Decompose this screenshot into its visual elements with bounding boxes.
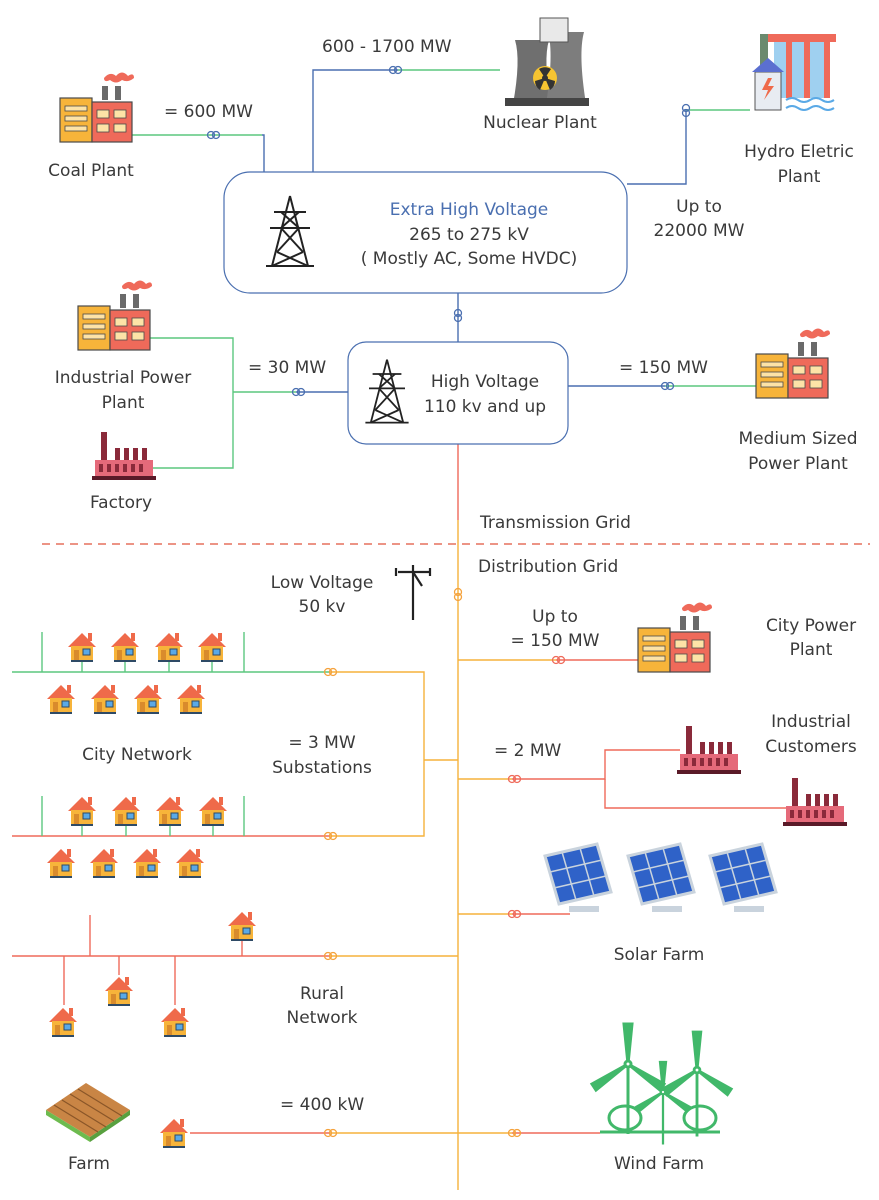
house-icon [227,911,257,942]
hydro-plant-icon [752,34,836,111]
house-icon [197,632,227,663]
solar-panel-icon [626,842,696,914]
farm-flow-label: = 400 kW [280,1095,364,1115]
wind-turbines-icon [590,1022,733,1146]
wind-farm-label: Wind Farm [614,1154,704,1174]
connection-lines [12,69,870,1190]
medium-power-plant-icon [755,327,831,399]
house-icon [46,848,76,879]
farm-field-icon [46,1083,130,1142]
medium-flow-label: = 150 MW [619,358,708,378]
hv-title: High Voltage [431,372,539,392]
utility-pole-icon [394,565,432,620]
coal-flow-label: = 600 MW [164,102,253,122]
distribution-grid-label: Distribution Grid [478,557,618,577]
ehv-box: Extra High Voltage 265 to 275 kV ( Mostl… [223,171,628,294]
house-icon [48,1007,78,1038]
city-power-plant-icon [637,601,713,673]
house-icon [89,848,119,879]
transformer-symbols [206,65,691,1138]
house-icon [160,1007,190,1038]
hydro-flow-label-2: 22000 MW [654,221,745,241]
medium-plant-label: Medium Sized [738,429,857,449]
ehv-title: Extra High Voltage [390,200,549,220]
house-icon [198,796,228,827]
house-icon [67,796,97,827]
nuclear-plant-label: Nuclear Plant [483,113,597,133]
rural-network-label: Rural [300,984,344,1004]
nuclear-plant-icon [505,17,589,106]
house-icon [46,684,76,715]
transmission-grid-label: Transmission Grid [479,513,631,533]
hydro-flow-label: Up to [676,197,722,217]
solar-panel-icon [543,842,613,914]
ehv-voltage: 265 to 275 kV [409,225,529,245]
house-icon [133,684,163,715]
industrial-customers-label: Industrial [771,712,851,732]
factory-icon [783,778,847,826]
house-icon [90,684,120,715]
house-icon [155,796,185,827]
factory-icon [92,432,156,480]
industrial-customers-label-2: Customers [765,737,857,757]
city-plant-flow-label-2: = 150 MW [511,631,600,651]
labels: 600 - 1700 MW Nuclear Plant = 600 MW Coa… [48,37,857,1174]
substations-label: Substations [272,758,372,778]
factory-label: Factory [90,493,152,513]
solar-farm-label: Solar Farm [614,945,705,965]
industrial-plant-label: Industrial Power [55,368,192,388]
low-voltage-label: Low Voltage [271,573,374,593]
house-icon [175,848,205,879]
factory-icon [677,726,741,774]
nuclear-flow-label: 600 - 1700 MW [322,37,452,57]
house-icon [159,1118,189,1149]
industrial-customers-flow-label: = 2 MW [494,741,562,761]
hydro-plant-label: Hydro Eletric [744,142,854,162]
coal-plant-label: Coal Plant [48,161,134,181]
city-plant-label-2: Plant [790,640,833,660]
house-icon [176,684,206,715]
hydro-plant-label-2: Plant [778,167,821,187]
industrial-flow-label: = 30 MW [248,358,326,378]
medium-plant-label-2: Power Plant [748,454,848,474]
coal-plant-icon [59,71,135,143]
substations-flow-label: = 3 MW [288,733,356,753]
industrial-plant-label-2: Plant [102,393,145,413]
rural-network-label-2: Network [287,1008,358,1028]
house-icon [110,632,140,663]
house-icon [67,632,97,663]
industrial-power-plant-icon [77,279,153,351]
ehv-note: ( Mostly AC, Some HVDC) [361,249,577,269]
low-voltage-label-2: 50 kv [299,597,346,617]
farm-label: Farm [68,1154,110,1174]
house-icon [104,976,134,1007]
solar-panel-icon [708,842,778,914]
house-icon [111,796,141,827]
city-plant-flow-label: Up to [532,607,578,627]
city-network-label: City Network [82,745,192,765]
hv-voltage: 110 kv and up [424,397,546,417]
house-icon [154,632,184,663]
house-icon [132,848,162,879]
city-plant-label: City Power [766,616,856,636]
hv-box: High Voltage 110 kv and up [347,341,569,445]
